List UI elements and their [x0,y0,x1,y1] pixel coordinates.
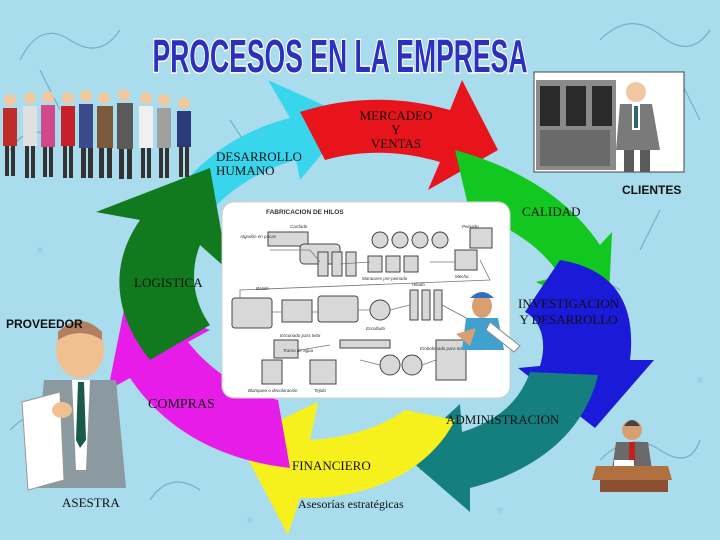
office-workers-icon [3,89,191,179]
label-mercadeo-ventas: MERCADEO Y VENTAS [346,109,446,151]
label-asesorias: Asesorías estratégicas [298,497,404,511]
label-proveedor: PROVEEDOR [6,317,83,331]
label-investigacion-desarrollo: INVESTIGACION Y DESARROLLO [518,296,619,328]
label-logistica: LOGISTICA [134,276,203,290]
supplier-man-icon [22,321,126,490]
label-calidad: CALIDAD [522,205,581,219]
label-clientes: CLIENTES [622,183,681,197]
label-desarrollo-humano: DESARROLLO HUMANO [216,150,316,178]
label-asestra: ASESTRA [62,496,120,510]
label-compras: COMPRAS [148,398,215,412]
executive-desk-icon [592,420,672,492]
label-financiero: FINANCIERO [292,459,371,473]
atm-customer-icon [534,72,684,172]
engineer-icon [456,292,520,352]
label-administracion: ADMINISTRACION [446,413,559,427]
